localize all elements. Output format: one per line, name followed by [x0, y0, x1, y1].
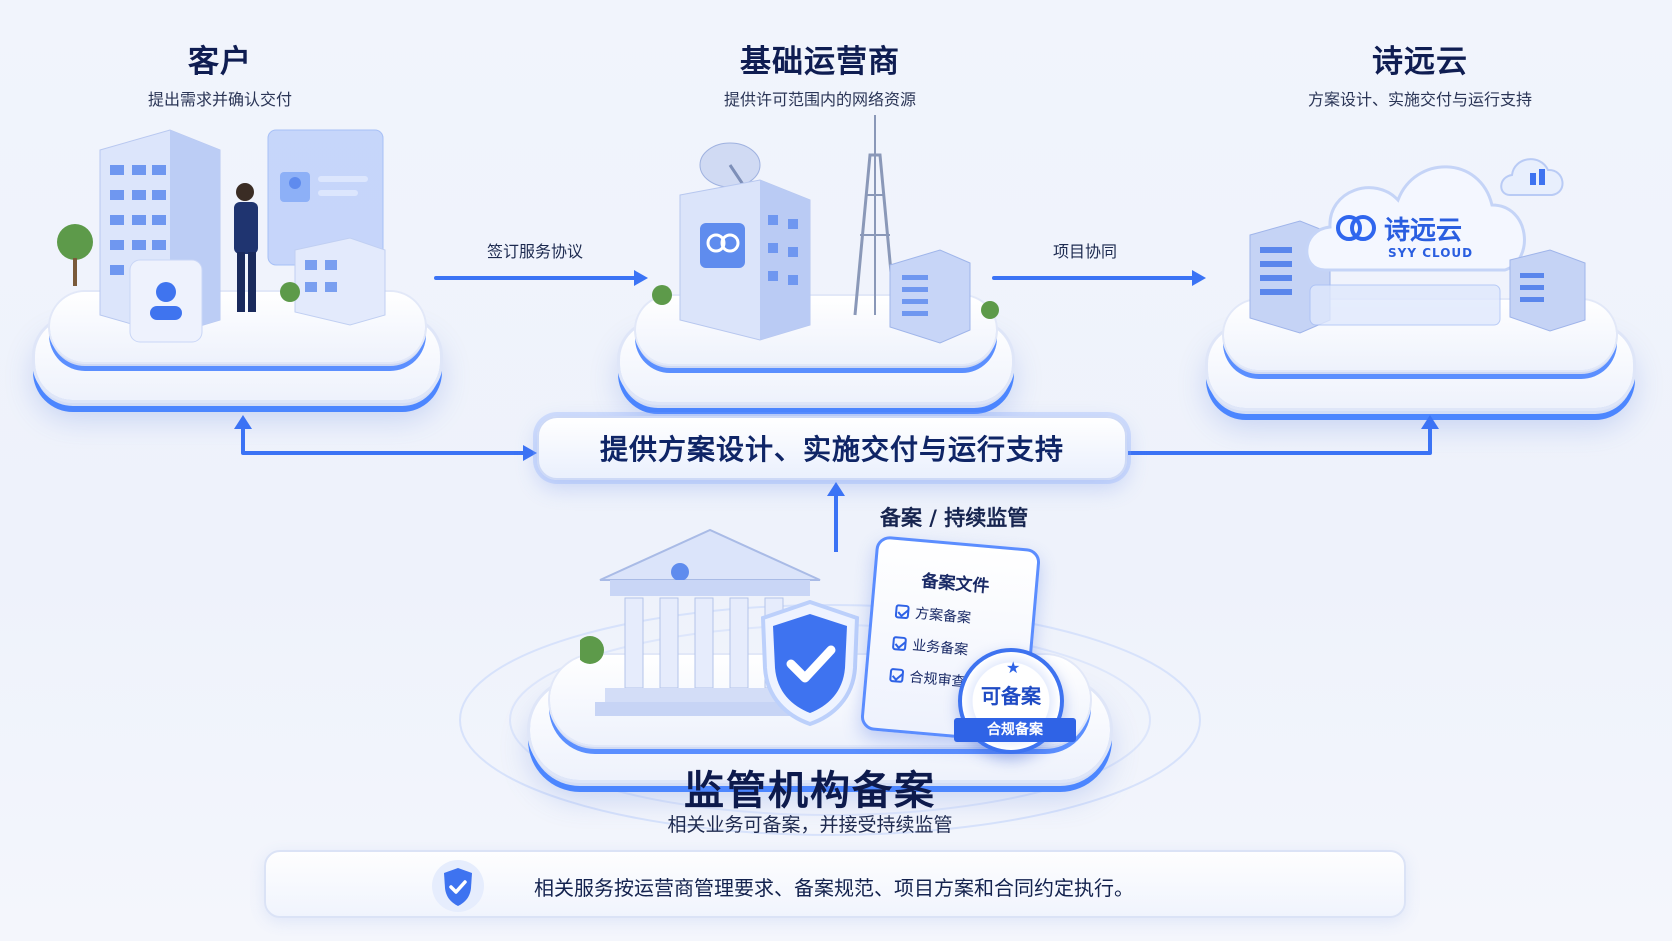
shiyuan-logo-text: 诗远云 [1384, 216, 1463, 246]
shiyuan-logo-en: SYY CLOUD [1388, 246, 1474, 260]
doc-item: 方案备案 [894, 601, 1032, 633]
operator-subtitle: 提供许可范围内的网络资源 [723, 90, 916, 109]
footer-note-bar: 相关服务按运营商管理要求、备案规范、项目方案和合同约定执行。 [264, 850, 1406, 918]
checkbox-checked-icon [889, 667, 905, 684]
shield-check-icon [432, 860, 484, 912]
edge-label-filing-supervision: 备案 / 持续监管 [880, 506, 1029, 530]
customer-title: 客户 [188, 44, 252, 80]
hub-connector-left [234, 415, 537, 461]
compliance-seal: ★ 可备案 合规备案 [954, 648, 1076, 754]
hub-connector-right [1128, 415, 1439, 455]
hub-label: 提供方案设计、实施交付与运行支持 [599, 433, 1064, 466]
government-building [580, 528, 825, 716]
seal-ribbon: 合规备案 [954, 718, 1076, 742]
seal-star-icon: ★ [1006, 658, 1021, 677]
regulator-title: 监管机构备案 [684, 768, 936, 814]
edge-label-project-collab: 项目协同 [1052, 242, 1117, 261]
shiyuan-scene [1249, 158, 1586, 334]
arrow-customer-operator [434, 270, 648, 286]
footer-text: 相关服务按运营商管理要求、备案规范、项目方案和合同约定执行。 [534, 876, 1134, 900]
arrow-regulator-hub [827, 482, 845, 552]
shiyuan-title: 诗远云 [1372, 44, 1468, 80]
edge-label-sign-agreement: 签订服务协议 [486, 242, 583, 261]
checkbox-checked-icon [891, 635, 908, 652]
doc-title: 备案文件 [920, 571, 991, 598]
hub-service-box: 提供方案设计、实施交付与运行支持 [537, 416, 1127, 480]
customer-scene [57, 129, 386, 343]
seal-main-text: 可备案 [981, 684, 1041, 708]
shield-check-icon [760, 599, 860, 727]
customer-subtitle: 提出需求并确认交付 [147, 90, 292, 109]
shiyuan-logo-icon [1336, 215, 1376, 241]
regulator-subtitle: 相关业务可备案，并接受持续监管 [667, 814, 953, 836]
checkbox-checked-icon [894, 604, 910, 620]
arrow-operator-shiyuan [992, 270, 1206, 286]
operator-title: 基础运营商 [740, 44, 900, 80]
operator-scene [652, 115, 999, 344]
shiyuan-subtitle: 方案设计、实施交付与运行支持 [1307, 90, 1532, 109]
